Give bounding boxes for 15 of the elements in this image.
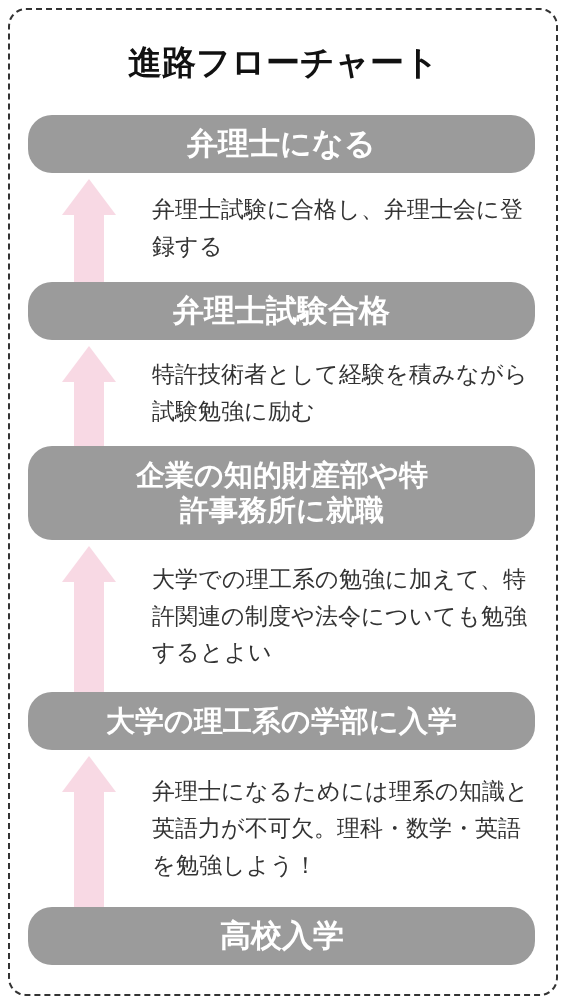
flowchart-title: 進路フローチャート (126, 41, 440, 84)
edge-label: 弁理士になるためには理系の知識と英語力が不可欠。理科・数学・英語を勉強しよう！ (152, 777, 530, 880)
upward-arrow (62, 756, 116, 907)
step-bar: 高校入学 (28, 907, 535, 965)
step-bar: 弁理士になる (28, 115, 535, 173)
upward-arrow (62, 346, 116, 446)
step-bar: 大学の理工系の学部に入学 (28, 692, 535, 750)
dashed-panel (8, 8, 558, 996)
step-bar: 企業の知的財産部や特許事務所に就職 (28, 446, 535, 540)
upward-arrow (62, 546, 116, 692)
upward-arrow (62, 179, 116, 282)
edge-label: 大学での理工系の勉強に加えて、特許関連の制度や法令についても勉強するとよい (152, 564, 528, 668)
step-bar: 弁理士試験合格 (28, 282, 535, 340)
edge-label: 特許技術者として経験を積みながら試験勉強に励む (152, 360, 529, 426)
edge-label: 弁理士試験に合格し、弁理士会に登録する (152, 194, 524, 261)
